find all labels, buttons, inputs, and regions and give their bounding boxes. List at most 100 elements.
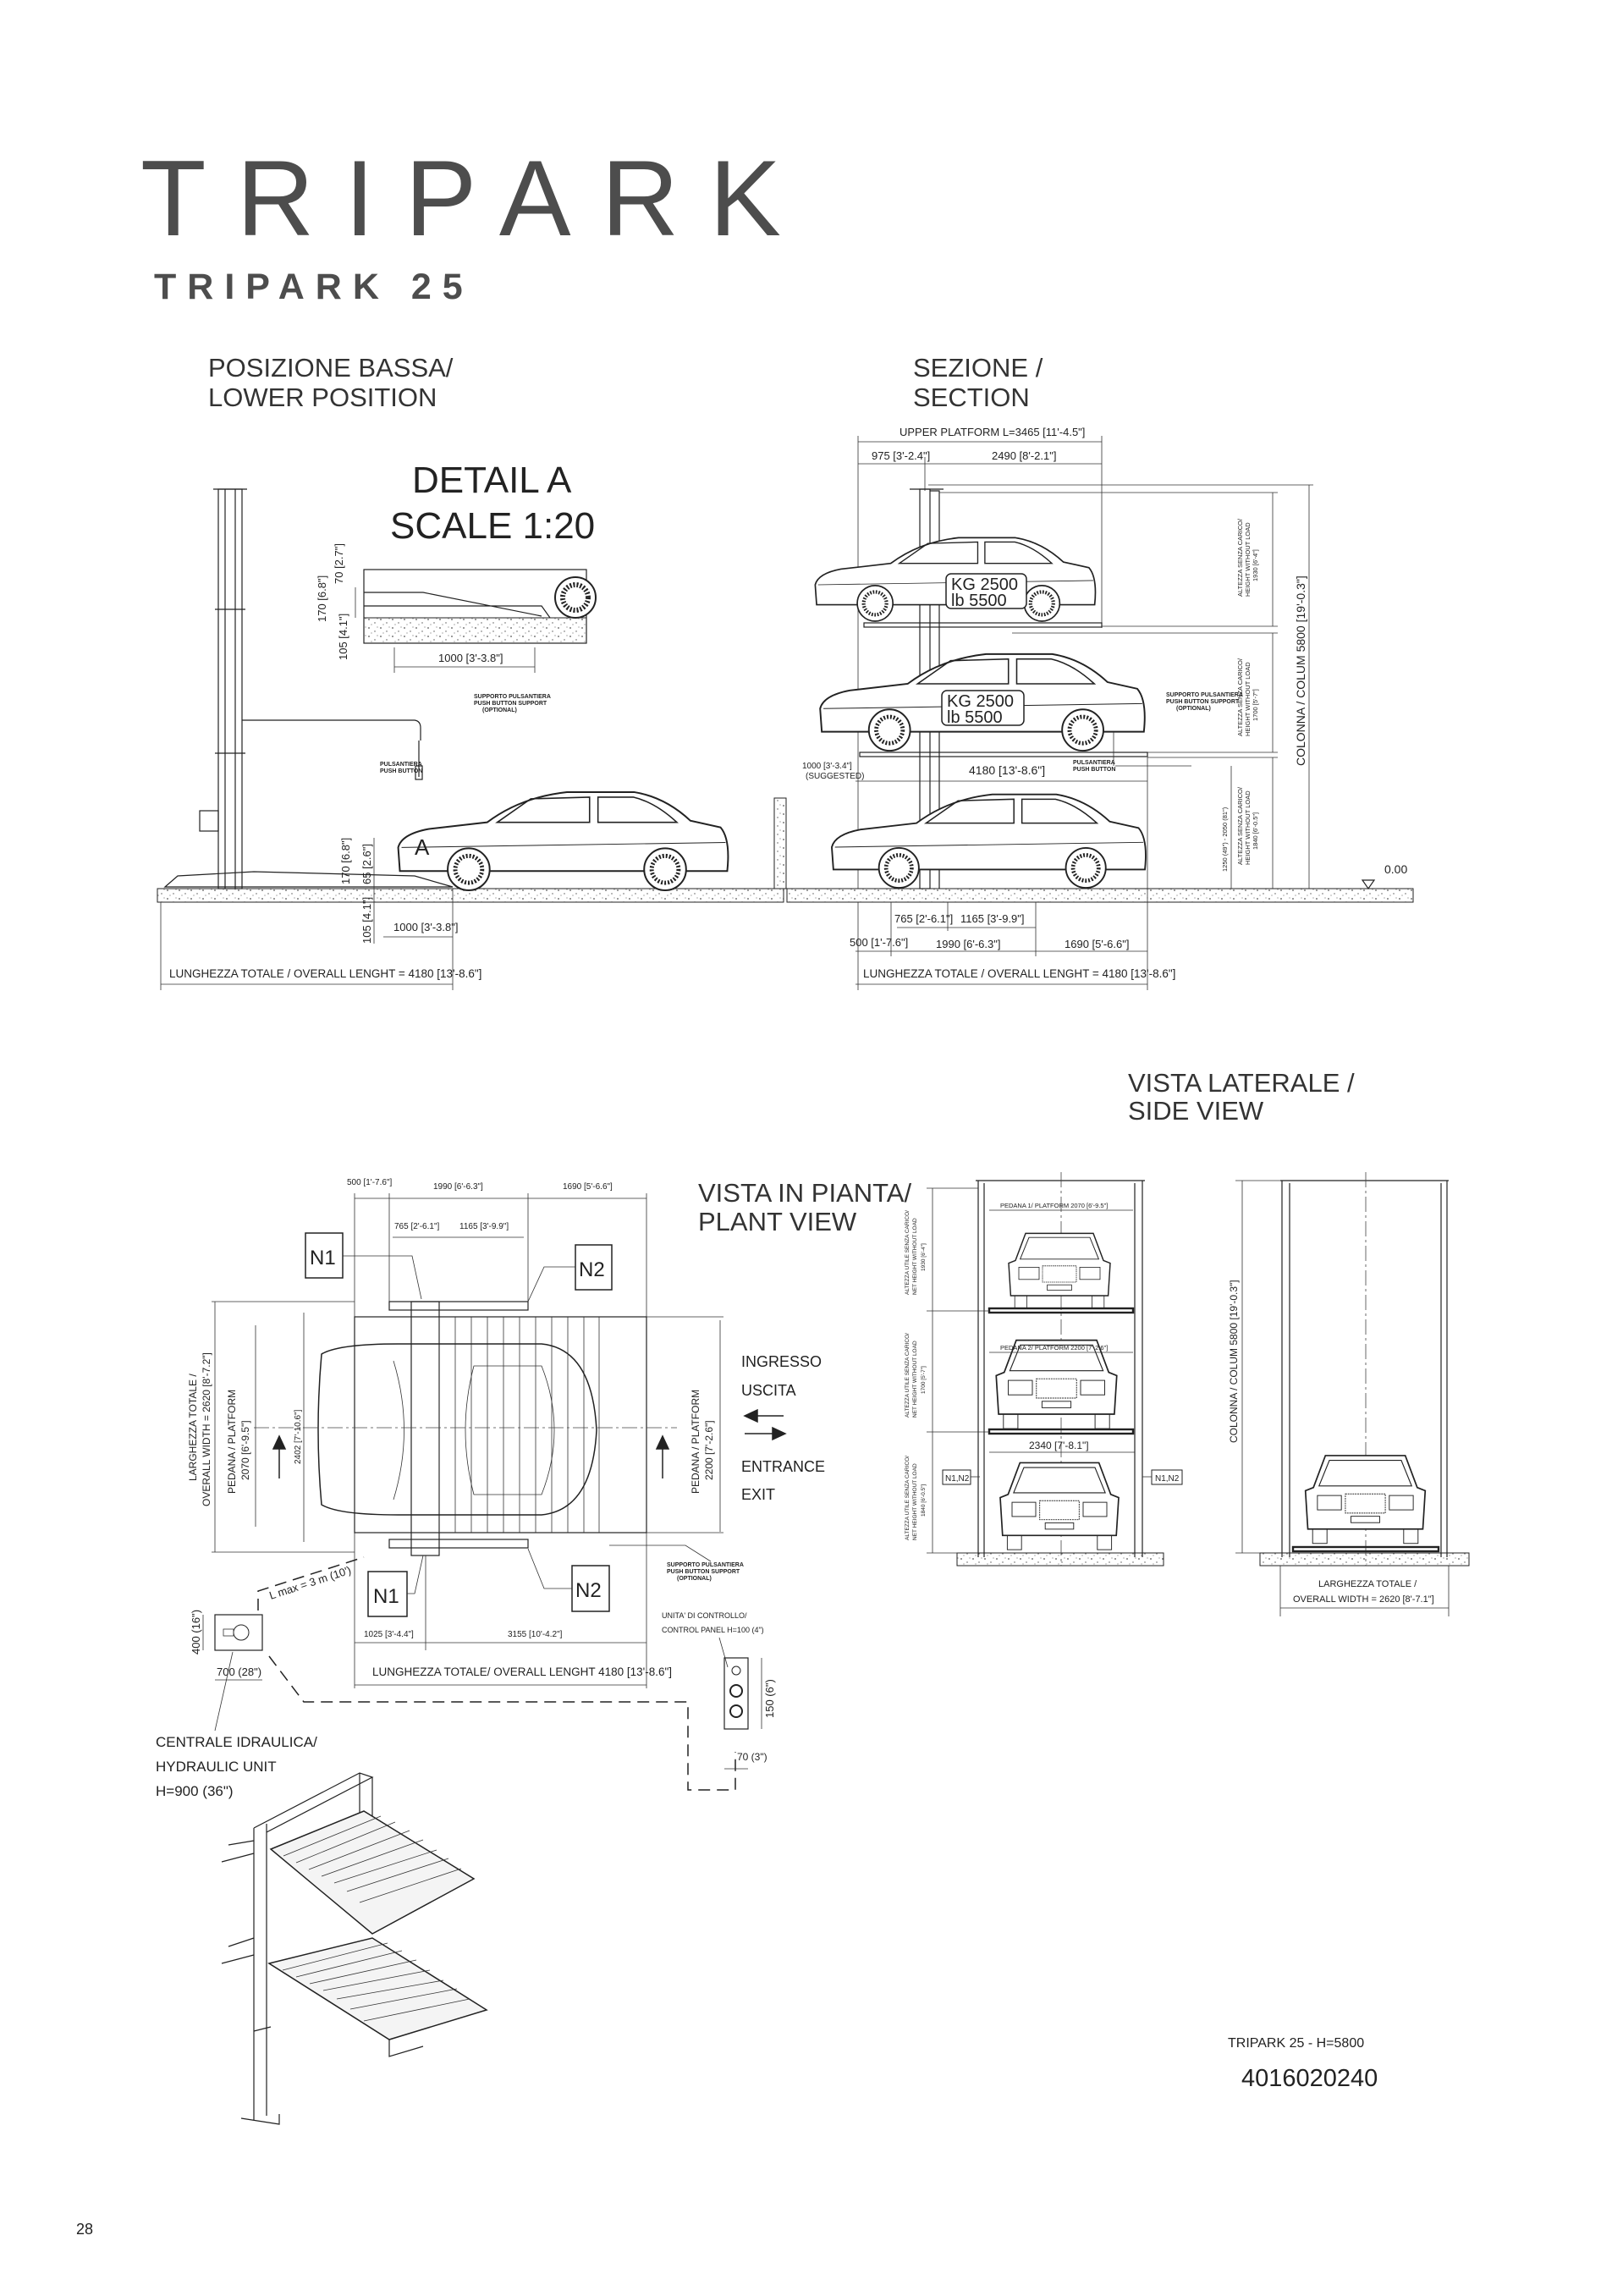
plan-dim-2402: 2402 [7'-10.6"] [294,1409,303,1464]
side-upper-car [1008,1232,1111,1309]
section-range-dim: 1250 (49") - 2050 (81") [1221,807,1229,872]
svg-text:N2: N2 [579,1258,605,1281]
level-marker-icon [1361,879,1376,890]
plan-overall-length: LUNGHEZZA TOTALE/ OVERALL LENGHT 4180 [1… [372,1666,672,1678]
plan-view-title-en: PLANT VIEW [698,1207,857,1236]
model-subtitle: TRIPARK 25 [154,267,474,307]
drawing-code: 4016020240 [1241,2065,1378,2092]
svg-text:N1,N2: N1,N2 [1155,1474,1180,1484]
section-dim-1690: 1690 [5'-6.6"] [1065,938,1129,950]
section-height-2: ALTEZZA SENZA CARICO/HEIGHT WITHOUT LOAD… [1236,658,1259,736]
section-suggested-dim: 1000 [3'-3.4"](SUGGESTED) [802,762,864,781]
plan-overall-width: LARGHEZZA TOTALE /OVERALL WIDTH = 2620 [… [187,1352,212,1506]
section-column-height: COLONNA / COLUM 5800 [19'-0.3"] [1294,575,1307,766]
plan-dim-1025: 1025 [3'-4.4"] [364,1630,414,1639]
tag-n1n2-left: N1,N2 [942,1469,980,1485]
l-max-label: L max = 3 m (10') [267,1563,352,1601]
lower-dim-w1000: 1000 [3'-3.8"] [393,921,458,933]
side-lower-car [999,1462,1120,1550]
tag-n2-top: N2 [527,1244,613,1302]
lower-car [399,792,729,890]
lower-dim-h170: 170 [6.8"] [339,838,352,884]
section-lower-car [832,795,1146,888]
arrow-left-icon [743,1408,784,1423]
svg-text:KG 2500: KG 2500 [947,692,1014,711]
svg-text:N1: N1 [373,1585,399,1608]
detail-a-marker: A [415,834,430,860]
svg-text:ALTEZZA UTILE SENZA CARICO/NET: ALTEZZA UTILE SENZA CARICO/NET HEIGHT WI… [905,1333,927,1418]
section-dim-975: 975 [3'-2.4"] [872,449,930,462]
section-dim-500: 500 [1'-7.6"] [850,936,908,949]
svg-text:ALTEZZA SENZA CARICO/HEIGHT WI: ALTEZZA SENZA CARICO/HEIGHT WITHOUT LOAD… [1236,518,1259,597]
control-panel-width-dim: 70 (3") [737,1751,767,1763]
side-view-title-it: VISTA LATERALE / [1128,1068,1355,1098]
detail-a-scale: SCALE 1:20 [390,505,595,547]
page-number: 28 [76,2221,93,2238]
plan-dim-1165: 1165 [3'-9.9"] [459,1222,509,1231]
section-height-1: ALTEZZA SENZA CARICO/HEIGHT WITHOUT LOAD… [1236,518,1259,597]
control-panel-icon [723,1657,749,1730]
brand-title: TRIPARK [140,138,812,258]
section-dim-4180: 4180 [13'-8.6"] [969,763,1045,777]
lower-position-title-en: LOWER POSITION [208,383,437,412]
tag-n1-top: N1 [305,1232,422,1300]
svg-text:lb 5500: lb 5500 [951,592,1007,610]
hydraulic-unit-height-dim: 400 (16") [190,1610,202,1655]
svg-text:ALTEZZA SENZA CARICO/HEIGHT WI: ALTEZZA SENZA CARICO/HEIGHT WITHOUT LOAD… [1236,786,1259,865]
hydraulic-unit-icon [214,1614,263,1651]
hydraulic-line [257,1556,736,1791]
section-dim-1990: 1990 [6'-6.3"] [936,938,1000,950]
tag-n1n2-right: N1,N2 [1142,1469,1183,1485]
load-plate-upper: KG 2500 lb 5500 [945,573,1027,610]
section-title-en: SECTION [913,383,1030,412]
svg-text:ALTEZZA UTILE SENZA CARICO/NET: ALTEZZA UTILE SENZA CARICO/NET HEIGHT WI… [905,1210,927,1295]
plan-dim-1990: 1990 [6'-6.3"] [433,1182,483,1192]
side-overall-width: LARGHEZZA TOTALE /OVERALL WIDTH = 2620 [… [1293,1579,1434,1605]
svg-text:KG 2500: KG 2500 [951,575,1018,594]
lower-dim-h65: 65 [2.6"] [360,844,373,884]
side-view-title-en: SIDE VIEW [1128,1096,1264,1126]
control-panel-label: UNITA' DI CONTROLLO/CONTROL PANEL H=100 … [662,1611,764,1634]
section-height-3: ALTEZZA SENZA CARICO/HEIGHT WITHOUT LOAD… [1236,786,1259,865]
side-right-car [1304,1455,1427,1544]
isometric-view [221,1772,488,2125]
arrow-right-icon [745,1426,787,1441]
section-dim-765: 765 [2'-6.1"] [894,912,953,925]
side-middle-car [995,1339,1118,1429]
side-height-2: ALTEZZA UTILE SENZA CARICO/NET HEIGHT WI… [905,1333,927,1418]
plan-view-drawing: VISTA IN PIANTA/ PLANT VIEW 500 [1'-7.6"… [156,1178,911,1799]
section-dim-2490: 2490 [8'-2.1"] [992,449,1056,462]
plan-dim-765: 765 [2'-6.1"] [394,1222,439,1231]
side-view-drawing: VISTA LATERALE / SIDE VIEW PEDANA 1/ PLA… [905,1068,1470,1616]
svg-text:N2: N2 [575,1579,602,1602]
svg-text:ALTEZZA UTILE SENZA CARICO/NET: ALTEZZA UTILE SENZA CARICO/NET HEIGHT WI… [905,1456,927,1540]
svg-text:lb 5500: lb 5500 [947,708,1003,727]
section-drawing: SEZIONE / SECTION UPPER PLATFORM L=3465 … [786,353,1414,990]
lower-position-title-it: POSIZIONE BASSA/ [208,353,454,383]
svg-text:ALTEZZA SENZA CARICO/HEIGHT WI: ALTEZZA SENZA CARICO/HEIGHT WITHOUT LOAD… [1236,658,1259,736]
direction-arrow-icon [655,1434,670,1478]
tag-n2-bottom: N2 [527,1548,610,1612]
platform2-dim: PEDANA 2/ PLATFORM 2200 [7'-2.6"] [1000,1344,1108,1352]
section-overall-length: LUNGHEZZA TOTALE / OVERALL LENGHT = 4180… [863,967,1175,980]
detail-dim-w1000: 1000 [3'-3.8"] [438,652,503,664]
side-height-3: ALTEZZA UTILE SENZA CARICO/NET HEIGHT WI… [905,1456,927,1540]
detail-dim-h70: 70 [2.7"] [333,543,345,584]
direction-arrow-icon [272,1434,287,1478]
level-zero-label: 0.00 [1384,862,1407,876]
plan-view-title-it: VISTA IN PIANTA/ [698,1178,911,1208]
load-plate-middle: KG 2500 lb 5500 [941,690,1025,727]
side-column-height: COLONNA / COLUM 5800 [19'-0.3"] [1228,1280,1240,1443]
hydraulic-unit-width-dim: 700 (28") [217,1666,261,1678]
plan-dim-3155: 3155 [10'-4.2"] [508,1630,563,1639]
